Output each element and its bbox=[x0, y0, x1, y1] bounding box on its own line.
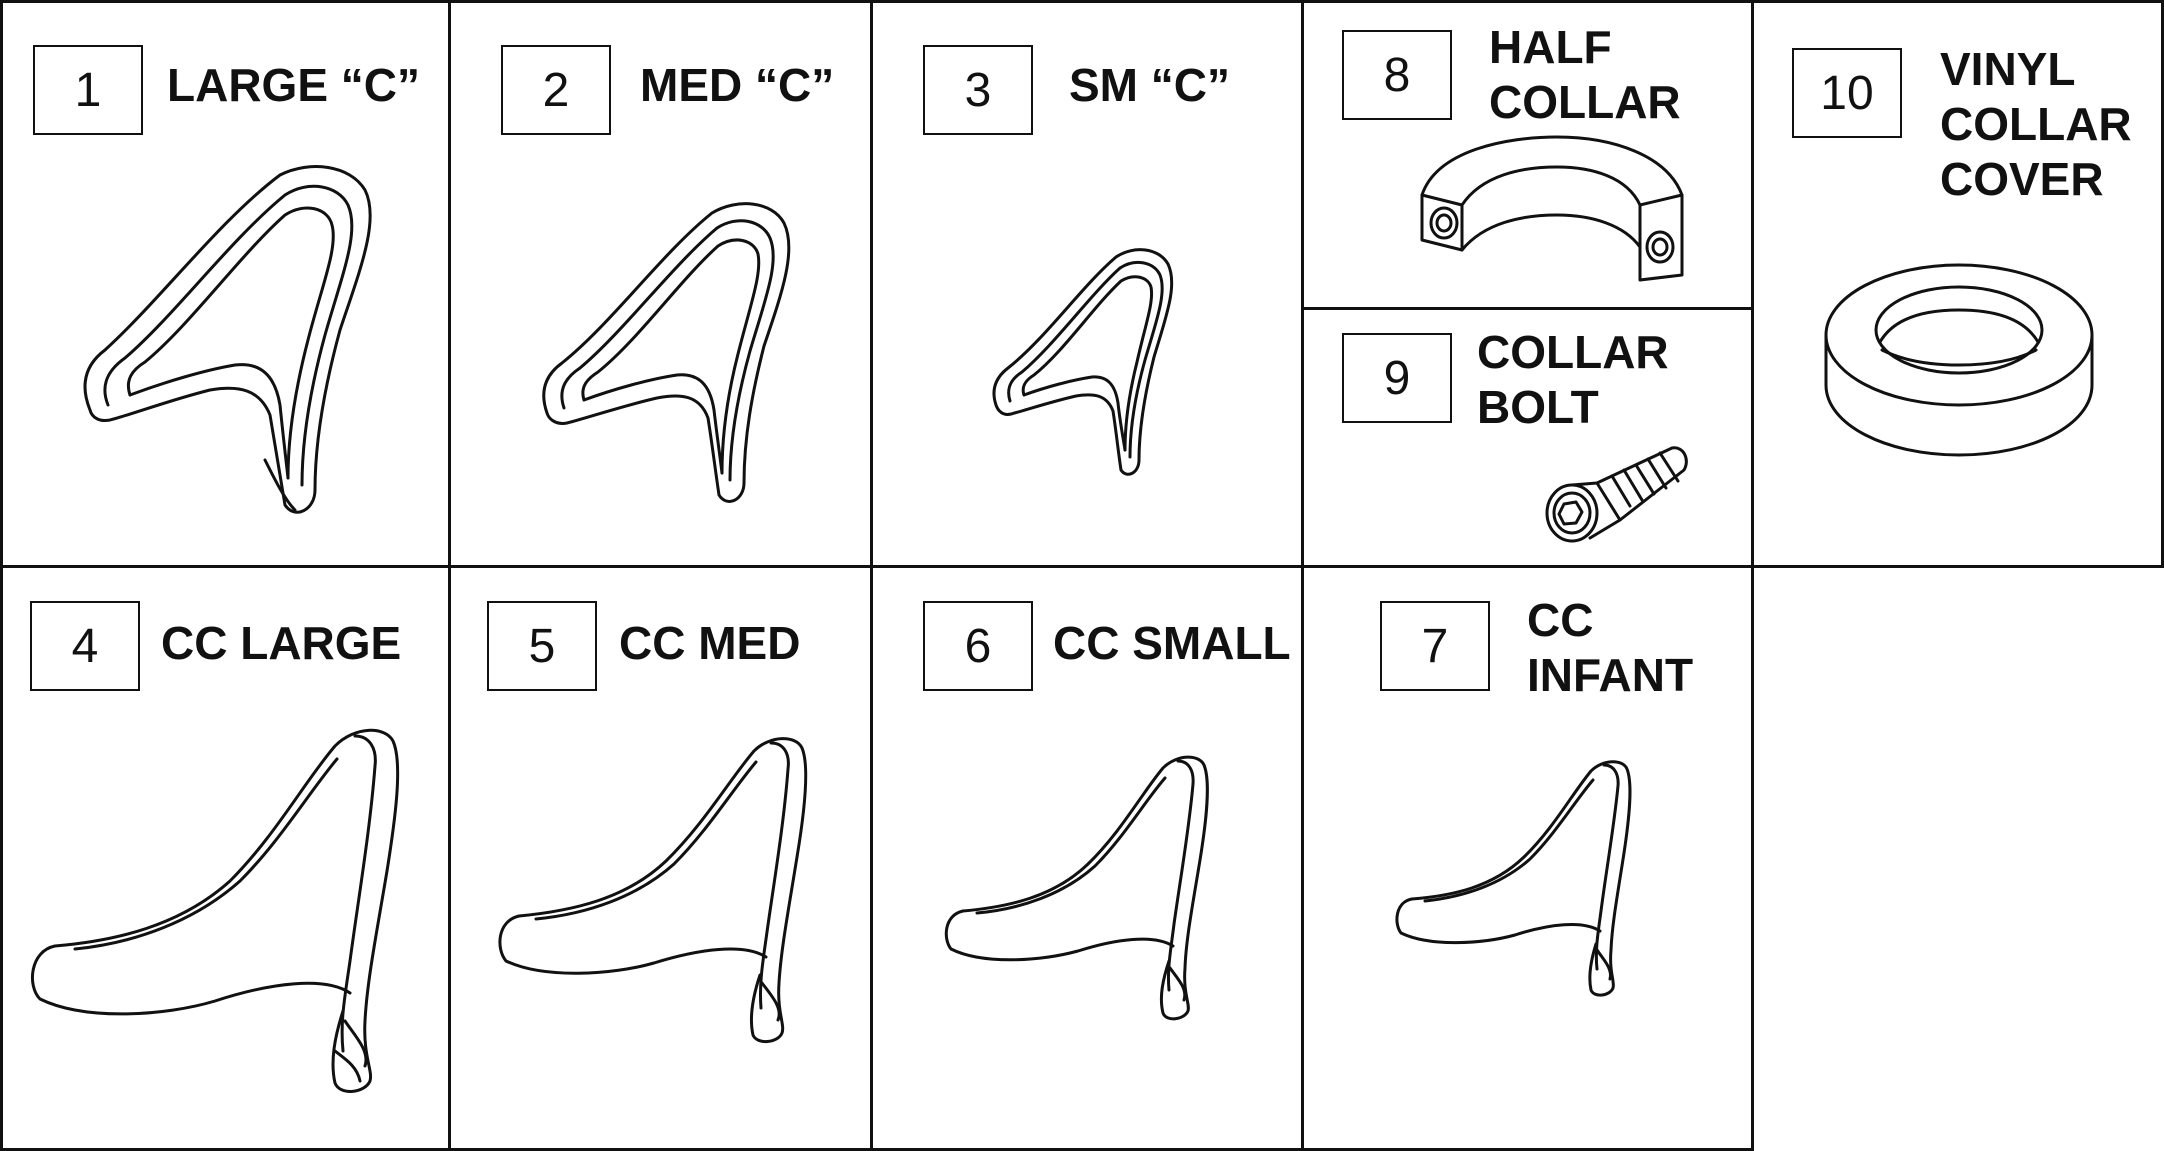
collar-bolt-icon bbox=[1545, 446, 1688, 543]
col-divider-4 bbox=[1751, 0, 1754, 1151]
part-label: CC INFANT bbox=[1527, 594, 1694, 701]
large-c-pad-icon bbox=[83, 165, 372, 514]
part-number-box: 8 bbox=[1342, 30, 1452, 120]
col-divider-3 bbox=[1301, 0, 1304, 1151]
outer-border-bottom bbox=[0, 1148, 1754, 1151]
cc-medium-pad-icon bbox=[498, 737, 808, 1043]
vinyl-collar-cover-icon bbox=[1824, 263, 2094, 457]
half-collar-icon bbox=[1420, 135, 1684, 282]
part-number-box: 1 bbox=[33, 45, 143, 135]
part-cell-4: 4 CC LARGE bbox=[0, 566, 449, 1151]
part-label: VINYL COLLAR COVER bbox=[1940, 43, 2132, 205]
row-divider bbox=[0, 565, 2164, 568]
part-cell-1: 1 LARGE “C” bbox=[0, 0, 449, 566]
part-number-box: 4 bbox=[30, 601, 140, 691]
part-cell-9: 9 COLLAR BOLT bbox=[1302, 308, 1752, 566]
medium-c-pad-icon bbox=[542, 202, 791, 503]
part-number-box: 5 bbox=[487, 601, 597, 691]
part-number-box: 3 bbox=[923, 45, 1033, 135]
part-label: CC MED bbox=[619, 617, 801, 669]
part-number-box: 6 bbox=[923, 601, 1033, 691]
part-cell-6: 6 CC SMALL bbox=[871, 566, 1302, 1151]
part-label: HALF COLLAR bbox=[1489, 21, 1681, 128]
cc-infant-pad-icon bbox=[1395, 760, 1632, 997]
part-cell-2: 2 MED “C” bbox=[449, 0, 871, 566]
part-label: CC LARGE bbox=[161, 617, 402, 669]
part-number-box: 9 bbox=[1342, 333, 1452, 423]
cc-small-pad-icon bbox=[944, 755, 1209, 1021]
part-number-box: 7 bbox=[1380, 601, 1490, 691]
small-c-pad-icon bbox=[992, 248, 1174, 476]
part-label: SM “C” bbox=[1069, 59, 1230, 111]
part-number-box: 10 bbox=[1792, 48, 1902, 138]
part-label: CC SMALL bbox=[1053, 617, 1291, 669]
cc-large-pad-icon bbox=[31, 728, 400, 1093]
part-label: LARGE “C” bbox=[167, 59, 420, 111]
part-cell-8: 8 HALF COLLAR bbox=[1302, 0, 1752, 308]
part-cell-5: 5 CC MED bbox=[449, 566, 871, 1151]
col-divider-1 bbox=[448, 0, 451, 1151]
outer-border-right bbox=[2161, 0, 2164, 567]
part-label: MED “C” bbox=[640, 59, 835, 111]
cell-8-9-divider bbox=[1301, 307, 1753, 310]
outer-border-top bbox=[0, 0, 2164, 3]
outer-border-left bbox=[0, 0, 3, 1151]
part-cell-10: 10 VINYL COLLAR COVER bbox=[1752, 0, 2164, 566]
part-label: COLLAR BOLT bbox=[1477, 326, 1669, 433]
part-cell-7: 7 CC INFANT bbox=[1302, 566, 1752, 1151]
col-divider-2 bbox=[870, 0, 873, 1151]
part-cell-3: 3 SM “C” bbox=[871, 0, 1302, 566]
part-number-box: 2 bbox=[501, 45, 611, 135]
